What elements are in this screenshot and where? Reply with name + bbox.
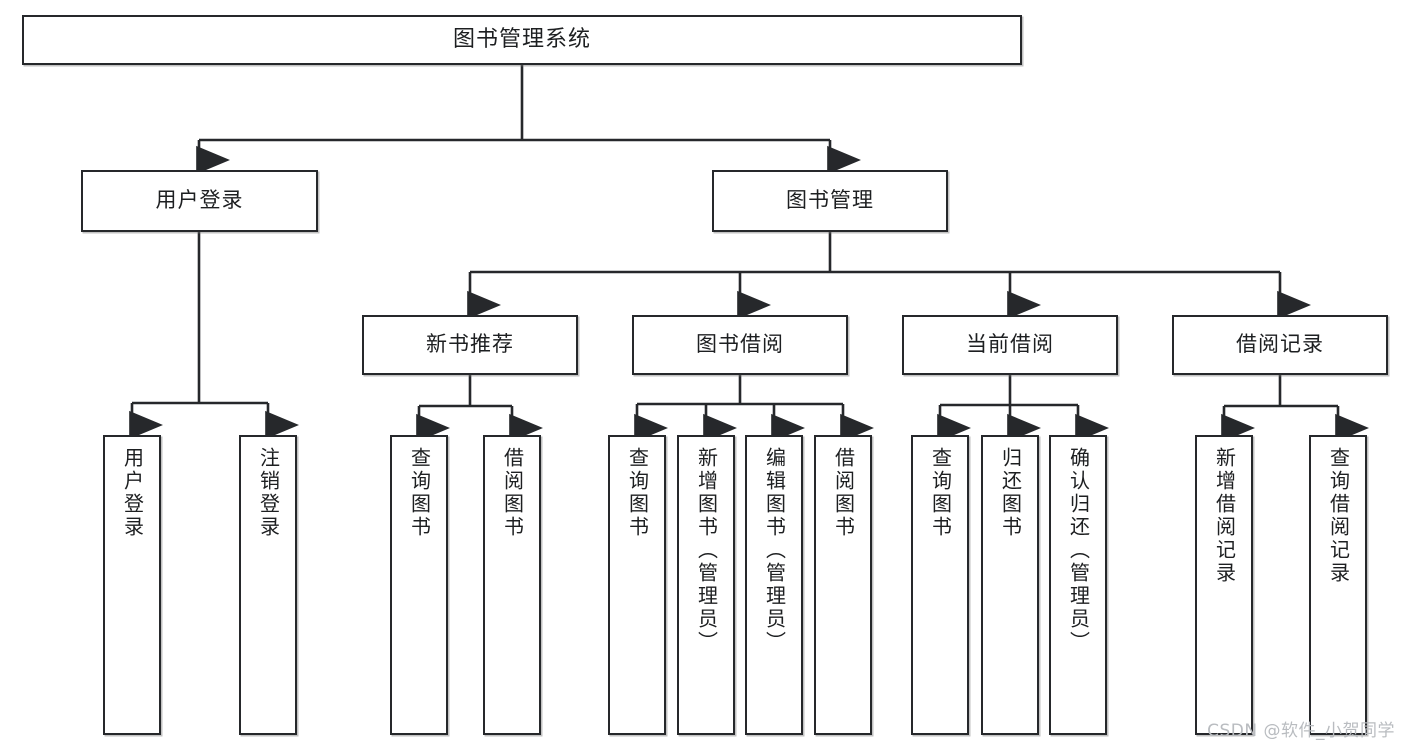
node-label: 新书推荐 xyxy=(426,332,514,357)
leaf-borrow-book-new-rec[interactable]: 借阅图书 xyxy=(483,435,541,735)
node-user-login[interactable]: 用户登录 xyxy=(81,170,318,232)
node-new-book-recommend[interactable]: 新书推荐 xyxy=(362,315,578,375)
csdn-watermark: CSDN @软件_小贺同学 xyxy=(1207,721,1395,741)
leaf-borrow-book[interactable]: 借阅图书 xyxy=(814,435,872,735)
node-book-borrow[interactable]: 图书借阅 xyxy=(632,315,848,375)
leaf-label: 归还图书 xyxy=(998,447,1023,539)
node-label: 图书管理 xyxy=(786,188,874,213)
node-borrow-record[interactable]: 借阅记录 xyxy=(1172,315,1388,375)
node-current-borrow[interactable]: 当前借阅 xyxy=(902,315,1118,375)
leaf-confirm-return-admin[interactable]: 确认归还（管理员） xyxy=(1049,435,1107,735)
leaf-label: 借阅图书 xyxy=(831,447,856,539)
leaf-label: 借阅图书 xyxy=(500,447,525,539)
leaf-query-book-new-rec[interactable]: 查询图书 xyxy=(390,435,448,735)
leaf-label: 用户登录 xyxy=(120,447,145,539)
node-root-book-management-system[interactable]: 图书管理系统 xyxy=(22,15,1022,65)
leaf-user-login[interactable]: 用户登录 xyxy=(103,435,161,735)
node-label: 图书管理系统 xyxy=(452,26,591,52)
leaf-add-borrow-record[interactable]: 新增借阅记录 xyxy=(1195,435,1253,735)
leaf-label: 查询图书 xyxy=(928,447,953,539)
leaf-query-book-current[interactable]: 查询图书 xyxy=(911,435,969,735)
node-book-manage[interactable]: 图书管理 xyxy=(712,170,948,232)
leaf-label: 确认归还（管理员） xyxy=(1066,447,1091,654)
leaf-label: 查询借阅记录 xyxy=(1326,447,1351,585)
leaf-label: 注销登录 xyxy=(256,447,281,539)
node-label: 用户登录 xyxy=(155,188,244,213)
leaf-user-logout[interactable]: 注销登录 xyxy=(239,435,297,735)
node-label: 图书借阅 xyxy=(696,332,784,357)
leaf-label: 查询图书 xyxy=(625,447,650,539)
leaf-label: 查询图书 xyxy=(407,447,432,539)
leaf-return-book[interactable]: 归还图书 xyxy=(981,435,1039,735)
node-label: 借阅记录 xyxy=(1236,332,1324,357)
leaf-label: 新增图书（管理员） xyxy=(694,447,719,654)
leaf-query-borrow-record[interactable]: 查询借阅记录 xyxy=(1309,435,1367,735)
node-label: 当前借阅 xyxy=(966,332,1054,357)
leaf-edit-book-admin[interactable]: 编辑图书（管理员） xyxy=(745,435,803,735)
leaf-label: 编辑图书（管理员） xyxy=(762,447,787,654)
leaf-add-book-admin[interactable]: 新增图书（管理员） xyxy=(677,435,735,735)
leaf-label: 新增借阅记录 xyxy=(1212,447,1237,585)
leaf-query-book-borrow[interactable]: 查询图书 xyxy=(608,435,666,735)
